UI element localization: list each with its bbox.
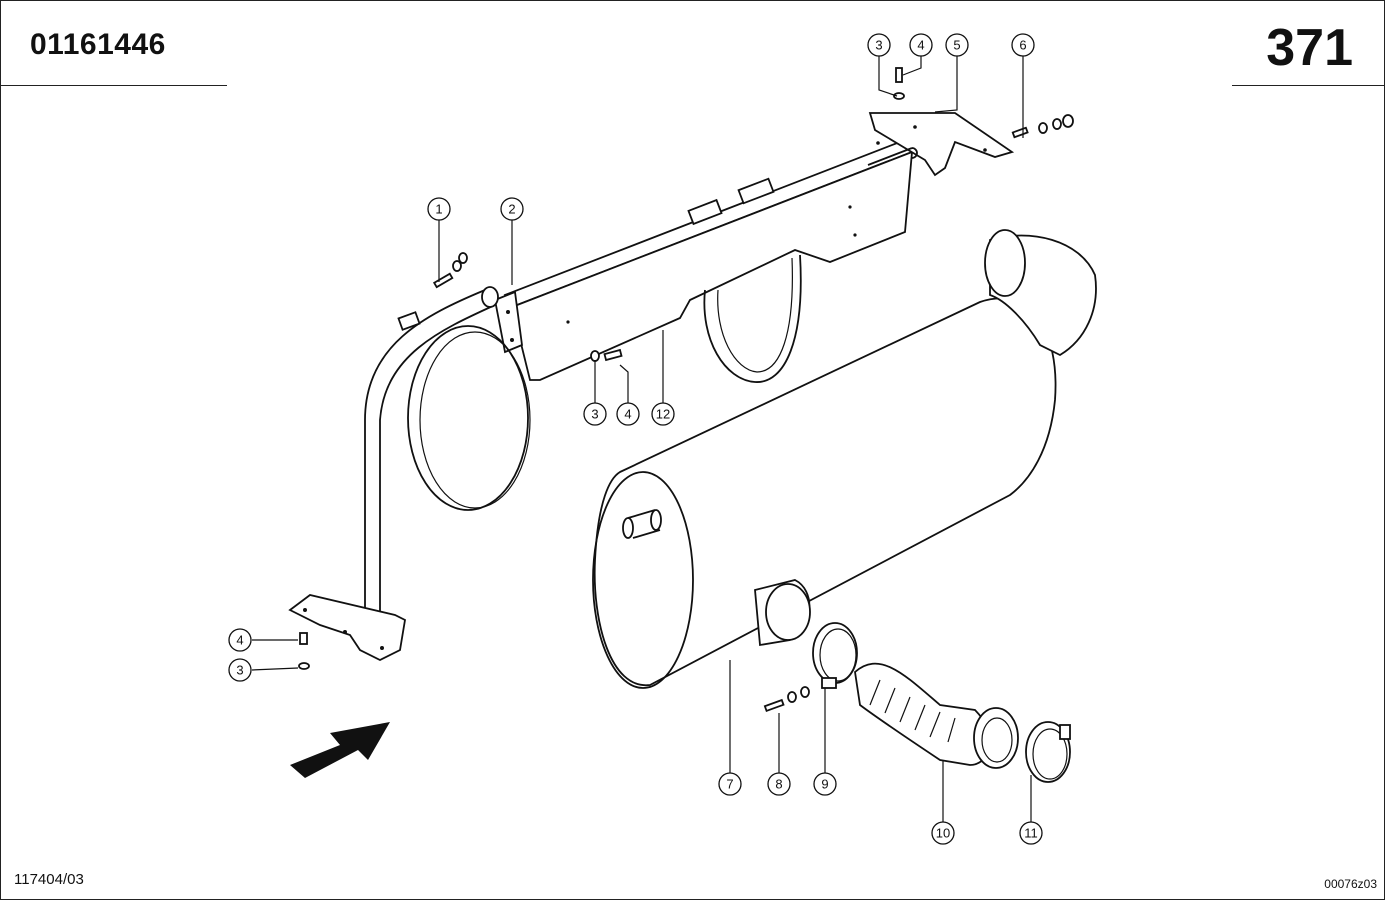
image-code: 00076z03 bbox=[1324, 877, 1377, 891]
callout-4-mid: 4 bbox=[616, 402, 640, 426]
mounting-bracket-right bbox=[867, 112, 1015, 177]
callout-3-left: 3 bbox=[228, 658, 252, 682]
svg-text:4: 4 bbox=[236, 633, 243, 648]
svg-text:12: 12 bbox=[656, 407, 670, 422]
hose-clamp-large bbox=[1025, 721, 1071, 783]
header-rule-right bbox=[1232, 85, 1384, 86]
svg-text:11: 11 bbox=[1024, 826, 1038, 841]
callout-3-mid: 3 bbox=[583, 402, 607, 426]
muffler bbox=[592, 229, 1097, 689]
svg-text:1: 1 bbox=[435, 202, 442, 217]
callout-5: 5 bbox=[945, 33, 969, 57]
header-rule-left bbox=[0, 85, 227, 86]
bolt-washers-8 bbox=[763, 686, 810, 713]
svg-text:7: 7 bbox=[726, 777, 733, 792]
svg-text:2: 2 bbox=[508, 202, 515, 217]
callout-10: 10 bbox=[931, 821, 955, 845]
support-bar bbox=[493, 138, 914, 381]
drawing-reference: 117404/03 bbox=[14, 871, 84, 888]
callout-4-left: 4 bbox=[228, 628, 252, 652]
svg-text:3: 3 bbox=[591, 407, 598, 422]
foot-bracket bbox=[288, 594, 406, 662]
page-number: 371 bbox=[1266, 19, 1353, 77]
svg-text:5: 5 bbox=[953, 38, 960, 53]
leader-lines bbox=[251, 55, 1032, 822]
callout-3-top: 3 bbox=[867, 33, 891, 57]
small-hardware bbox=[298, 252, 623, 670]
callout-11: 11 bbox=[1019, 821, 1043, 845]
part-number: 01161446 bbox=[30, 28, 166, 61]
svg-text:10: 10 bbox=[936, 826, 950, 841]
callout-8: 8 bbox=[767, 772, 791, 796]
callout-6: 6 bbox=[1011, 33, 1035, 57]
svg-text:3: 3 bbox=[875, 38, 882, 53]
callout-4-top: 4 bbox=[909, 33, 933, 57]
bracket-hardware bbox=[893, 67, 1074, 139]
svg-text:9: 9 bbox=[821, 777, 828, 792]
svg-text:4: 4 bbox=[624, 407, 631, 422]
svg-text:4: 4 bbox=[917, 38, 924, 53]
callout-1: 1 bbox=[427, 197, 451, 221]
callout-12: 12 bbox=[651, 402, 675, 426]
svg-text:8: 8 bbox=[775, 777, 782, 792]
direction-arrow bbox=[290, 722, 390, 778]
svg-text:3: 3 bbox=[236, 663, 243, 678]
callout-2: 2 bbox=[500, 197, 524, 221]
callout-9: 9 bbox=[813, 772, 837, 796]
hose-clamp-small bbox=[812, 622, 858, 689]
svg-text:6: 6 bbox=[1019, 38, 1026, 53]
clamp-bands bbox=[407, 254, 802, 511]
flex-hose bbox=[854, 662, 1019, 769]
support-pipe bbox=[364, 286, 499, 640]
callout-7: 7 bbox=[718, 772, 742, 796]
